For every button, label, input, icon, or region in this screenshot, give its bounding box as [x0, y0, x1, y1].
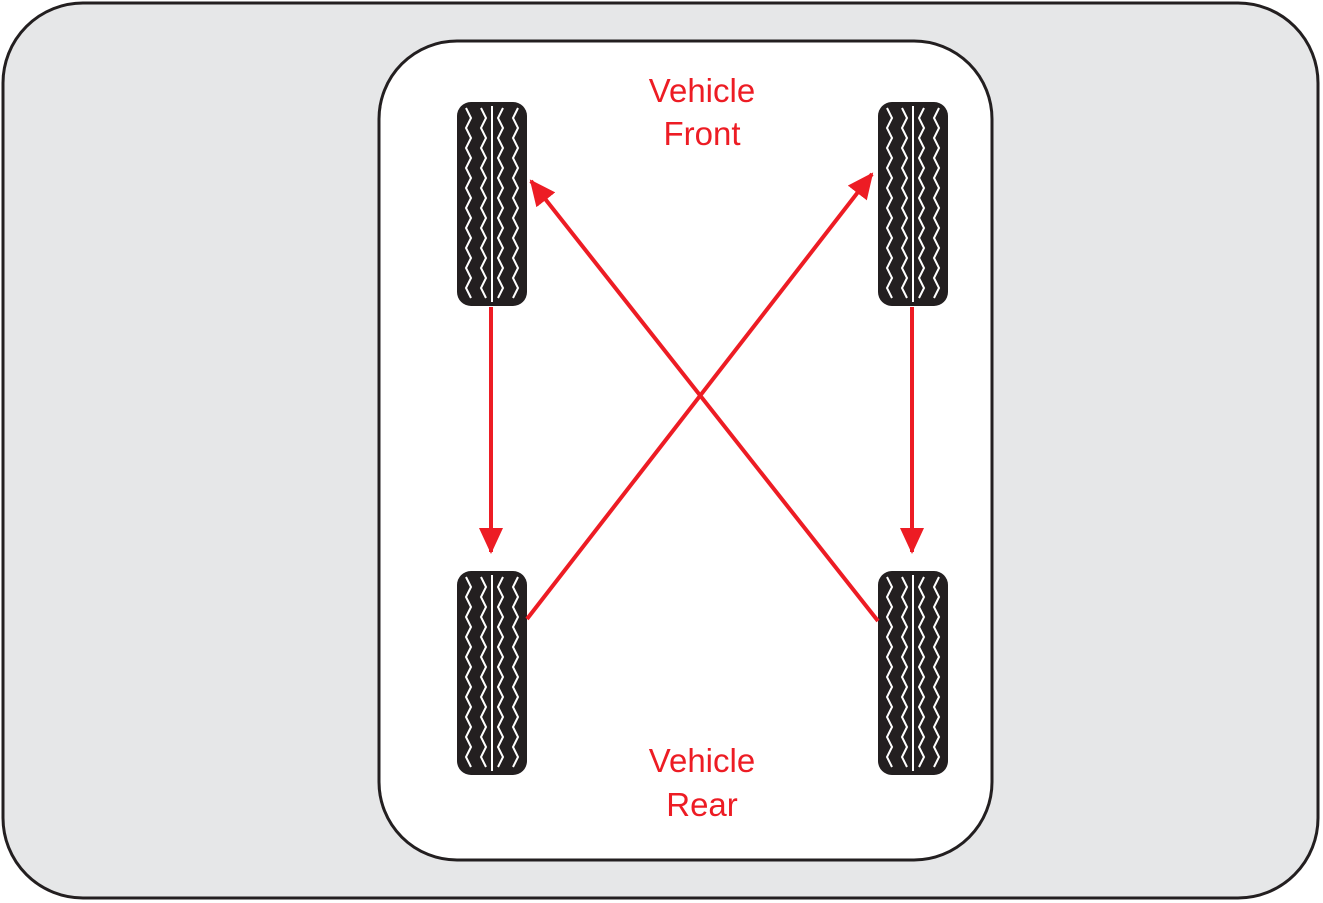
rear-left-tire-icon [456, 570, 528, 776]
front-label-line2: Front [663, 115, 740, 152]
rear-label-line1: Vehicle [649, 742, 755, 779]
front-label-line1: Vehicle [649, 72, 755, 109]
front-right-tire-icon [877, 101, 949, 307]
rear-label-line2: Rear [666, 786, 738, 823]
vehicle-body [377, 39, 994, 862]
front-left-tire-icon [456, 101, 528, 307]
arrow-rear-right-to-front-left [529, 179, 880, 623]
rear-right-tire-icon [877, 570, 949, 776]
